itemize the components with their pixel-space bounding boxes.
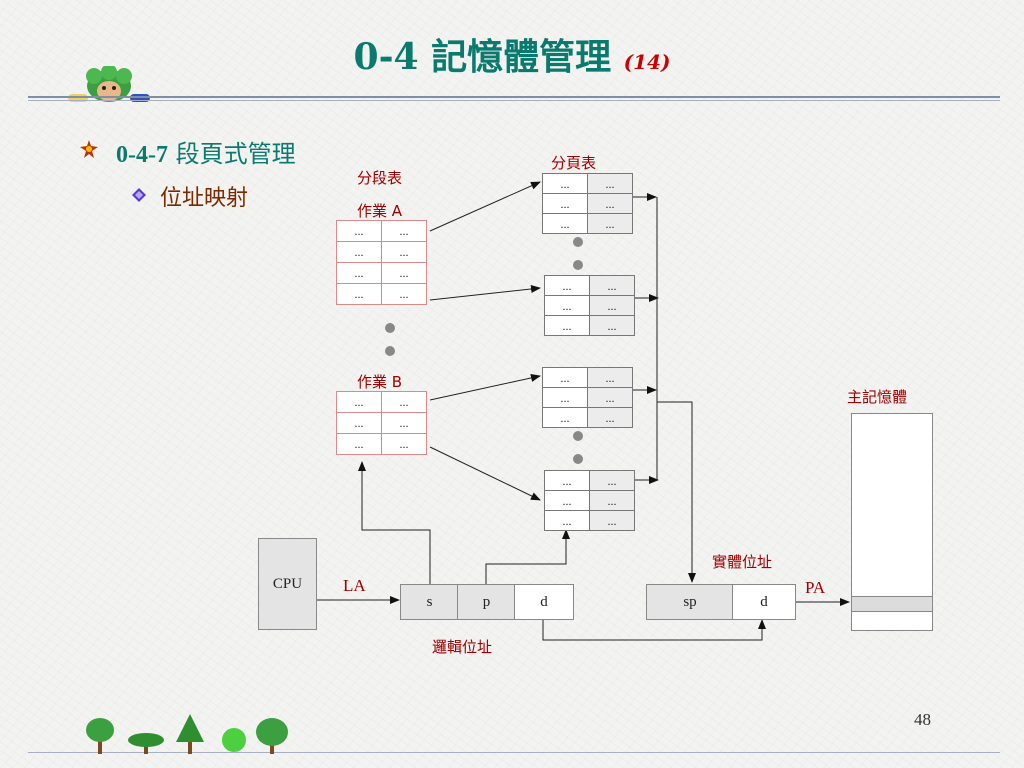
job-a-label: 作業 A bbox=[357, 202, 403, 220]
table-cell: ... bbox=[544, 470, 590, 491]
table-cell: ... bbox=[336, 262, 382, 284]
pa-field-d: d bbox=[732, 584, 796, 620]
section-title: 段頁式管理 bbox=[167, 140, 296, 168]
table-cell: ... bbox=[336, 412, 382, 434]
bullet-section: 0-4-7 段頁式管理 bbox=[116, 134, 296, 169]
title-rule bbox=[28, 96, 1000, 98]
diamond-bullet-icon bbox=[132, 188, 146, 202]
table-cell: ... bbox=[589, 510, 635, 531]
sub-bullet: 位址映射 bbox=[160, 186, 249, 211]
section-number: 0-4-7 bbox=[116, 142, 168, 168]
segment-table-label: 分段表 bbox=[357, 169, 403, 187]
table-cell: ... bbox=[336, 283, 382, 305]
table-cell: ... bbox=[381, 220, 427, 242]
table-cell: ... bbox=[381, 262, 427, 284]
footer-rule bbox=[28, 752, 1000, 753]
page-table-2: ...... ...... ...... bbox=[544, 275, 635, 336]
table-cell: ... bbox=[381, 241, 427, 263]
table-cell: ... bbox=[542, 193, 588, 214]
table-cell: ... bbox=[381, 283, 427, 305]
table-cell: ... bbox=[587, 173, 633, 194]
table-cell: ... bbox=[336, 391, 382, 413]
table-cell: ... bbox=[589, 470, 635, 491]
table-cell: ... bbox=[589, 490, 635, 511]
table-cell: ... bbox=[542, 407, 588, 428]
job-b-label: 作業 B bbox=[357, 373, 403, 391]
title-rule-thin bbox=[28, 100, 1000, 101]
table-cell: ... bbox=[544, 315, 590, 336]
page-number: 48 bbox=[914, 710, 931, 729]
main-memory-label: 主記憶體 bbox=[847, 388, 908, 406]
memory-frame bbox=[852, 596, 932, 612]
table-cell: ... bbox=[544, 275, 590, 296]
table-cell: ... bbox=[542, 173, 588, 194]
page-table-label: 分頁表 bbox=[551, 154, 597, 172]
slide-title: 0-4 記憶體管理 (14) bbox=[0, 28, 1024, 80]
table-cell: ... bbox=[544, 510, 590, 531]
table-cell: ... bbox=[589, 295, 635, 316]
cpu-label: CPU bbox=[272, 576, 303, 592]
table-cell: ... bbox=[381, 391, 427, 413]
table-cell: ... bbox=[544, 295, 590, 316]
table-cell: ... bbox=[542, 387, 588, 408]
table-cell: ... bbox=[587, 387, 633, 408]
table-cell: ... bbox=[542, 367, 588, 388]
title-suffix: (14) bbox=[623, 50, 671, 74]
table-cell: ... bbox=[336, 433, 382, 455]
table-cell: ... bbox=[587, 367, 633, 388]
trees-decoration-icon bbox=[86, 714, 288, 754]
la-label: LA bbox=[343, 576, 366, 595]
table-cell: ... bbox=[381, 412, 427, 434]
physical-address-label: 實體位址 bbox=[712, 553, 773, 571]
table-cell: ... bbox=[587, 407, 633, 428]
table-cell: ... bbox=[589, 315, 635, 336]
table-cell: ... bbox=[589, 275, 635, 296]
la-field-d: d bbox=[514, 584, 574, 620]
la-field-s: s bbox=[400, 584, 459, 620]
table-cell: ... bbox=[381, 433, 427, 455]
cpu-box: CPU bbox=[258, 538, 317, 630]
table-cell: ... bbox=[587, 213, 633, 234]
page-table-1: ...... ...... ...... bbox=[542, 173, 633, 234]
la-field-p: p bbox=[457, 584, 516, 620]
star-bullet-icon bbox=[80, 140, 98, 158]
main-memory-box bbox=[851, 413, 933, 631]
table-cell: ... bbox=[587, 193, 633, 214]
pa-label: PA bbox=[805, 578, 826, 597]
segment-table-job-b: ...... ...... ...... bbox=[336, 391, 427, 455]
segment-table-job-a: ...... ...... ...... ...... bbox=[336, 220, 427, 305]
table-cell: ... bbox=[544, 490, 590, 511]
pa-field-sp: sp bbox=[646, 584, 734, 620]
logical-address-label: 邏輯位址 bbox=[432, 638, 493, 656]
page-table-4: ...... ...... ...... bbox=[544, 470, 635, 531]
page-table-3: ...... ...... ...... bbox=[542, 367, 633, 428]
table-cell: ... bbox=[542, 213, 588, 234]
title-text: 0-4 記憶體管理 bbox=[353, 36, 612, 78]
table-cell: ... bbox=[336, 220, 382, 242]
table-cell: ... bbox=[336, 241, 382, 263]
